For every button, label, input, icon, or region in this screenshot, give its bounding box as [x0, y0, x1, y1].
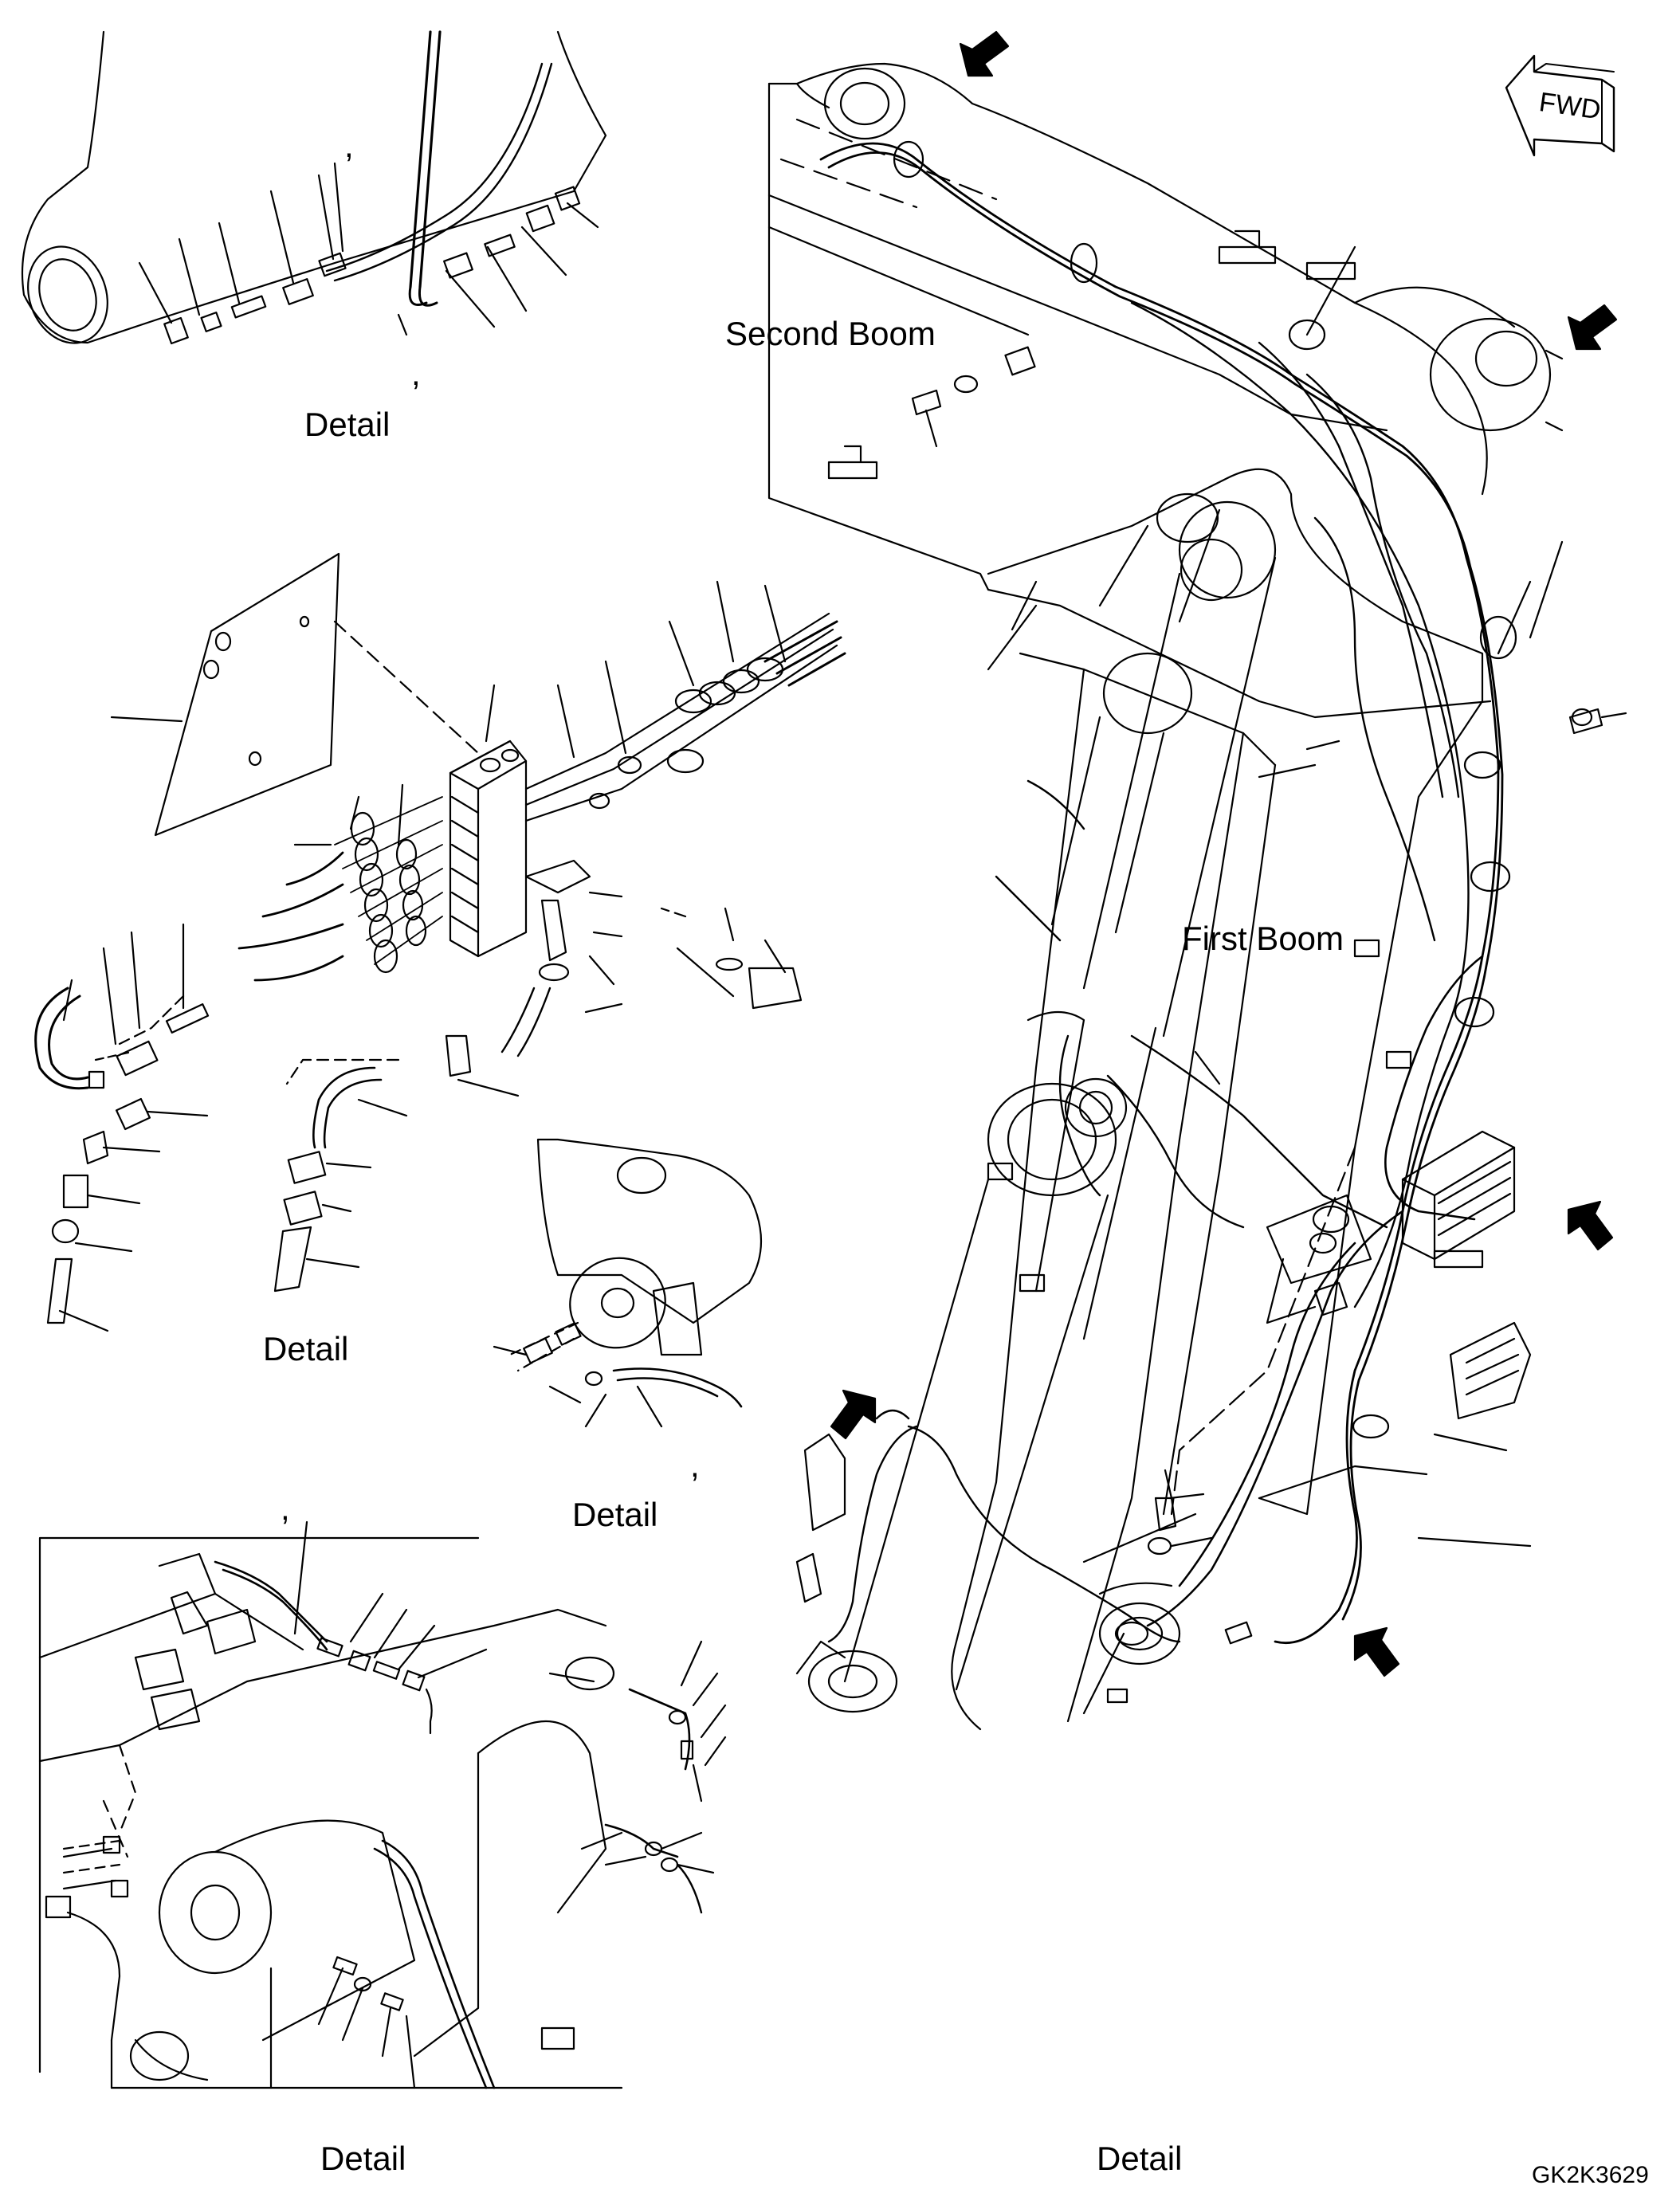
detail-label: Detail: [263, 1330, 349, 1367]
detail-bottom-left: [38, 1520, 727, 2089]
comma-mark: ,: [344, 127, 354, 164]
comma-mark: ,: [281, 1489, 290, 1527]
fwd-arrow-icon: [1505, 54, 1615, 157]
detail-label: Detail: [572, 1496, 658, 1533]
detail-label: Detail: [1097, 2140, 1183, 2177]
arrow-icon: [1567, 304, 1618, 351]
svg-text:FWD: FWD: [1537, 87, 1603, 125]
detail-hose-fittings: [34, 923, 408, 1332]
detail-pin-bracket: [493, 1138, 762, 1428]
detail-top-left: [21, 30, 607, 345]
main-boom-assembly: [767, 62, 1627, 1731]
label-first-boom: First Boom: [1182, 920, 1344, 957]
fwd-label: FWD: [1537, 87, 1603, 125]
direction-arrows: [830, 30, 1618, 1677]
drawing-code: GK2K3629: [1532, 2162, 1649, 2188]
arrow-icon: [1353, 1626, 1400, 1677]
detail-distribution-block: [110, 552, 846, 1097]
label-second-boom: Second Boom: [725, 315, 936, 352]
arrow-icon: [959, 30, 1010, 77]
arrow-icon: [1567, 1200, 1614, 1251]
arrow-icon: [830, 1389, 877, 1440]
detail-label: Detail: [304, 406, 391, 443]
comma-mark: ,: [411, 355, 421, 392]
detail-label: Detail: [320, 2140, 406, 2177]
comma-mark: ,: [690, 1446, 700, 1484]
